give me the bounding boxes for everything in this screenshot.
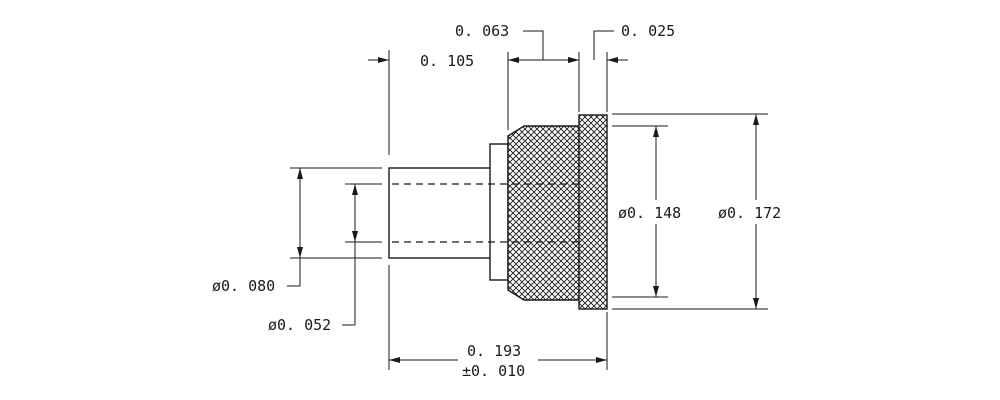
dim-flange-length: 0. 025 <box>564 22 675 63</box>
tail-step <box>489 143 509 281</box>
dim-overall-length-label: 0. 193 <box>467 342 521 360</box>
dim-tail-outer-diameter-label: ø0. 080 <box>212 277 275 295</box>
dim-tail-length-label: 0. 105 <box>420 52 474 70</box>
knurled-flange <box>578 114 608 310</box>
dim-tail-outer-diameter: ø0. 080 <box>212 168 303 295</box>
tail-body <box>388 167 492 259</box>
dim-overall-tolerance-label: ±0. 010 <box>462 362 525 380</box>
extension-lines <box>290 50 768 370</box>
dim-overall-length: 0. 193 ±0. 010 <box>389 342 607 382</box>
dim-knurl-diameter: ø0. 148 <box>616 126 694 297</box>
dim-knurl-diameter-label: ø0. 148 <box>618 204 681 222</box>
part-outline <box>388 114 608 310</box>
dim-tail-inner-diameter-label: ø0. 052 <box>268 316 331 334</box>
dim-flange-diameter-label: ø0. 172 <box>718 204 781 222</box>
knurled-collar <box>507 125 581 301</box>
dim-flange-length-label: 0. 025 <box>621 22 675 40</box>
dim-tail-length: 0. 105 <box>368 52 474 70</box>
dim-tail-inner-diameter: ø0. 052 <box>268 184 358 334</box>
dim-flange-diameter: ø0. 172 <box>716 114 794 309</box>
dim-collar-length-label: 0. 063 <box>455 22 509 40</box>
